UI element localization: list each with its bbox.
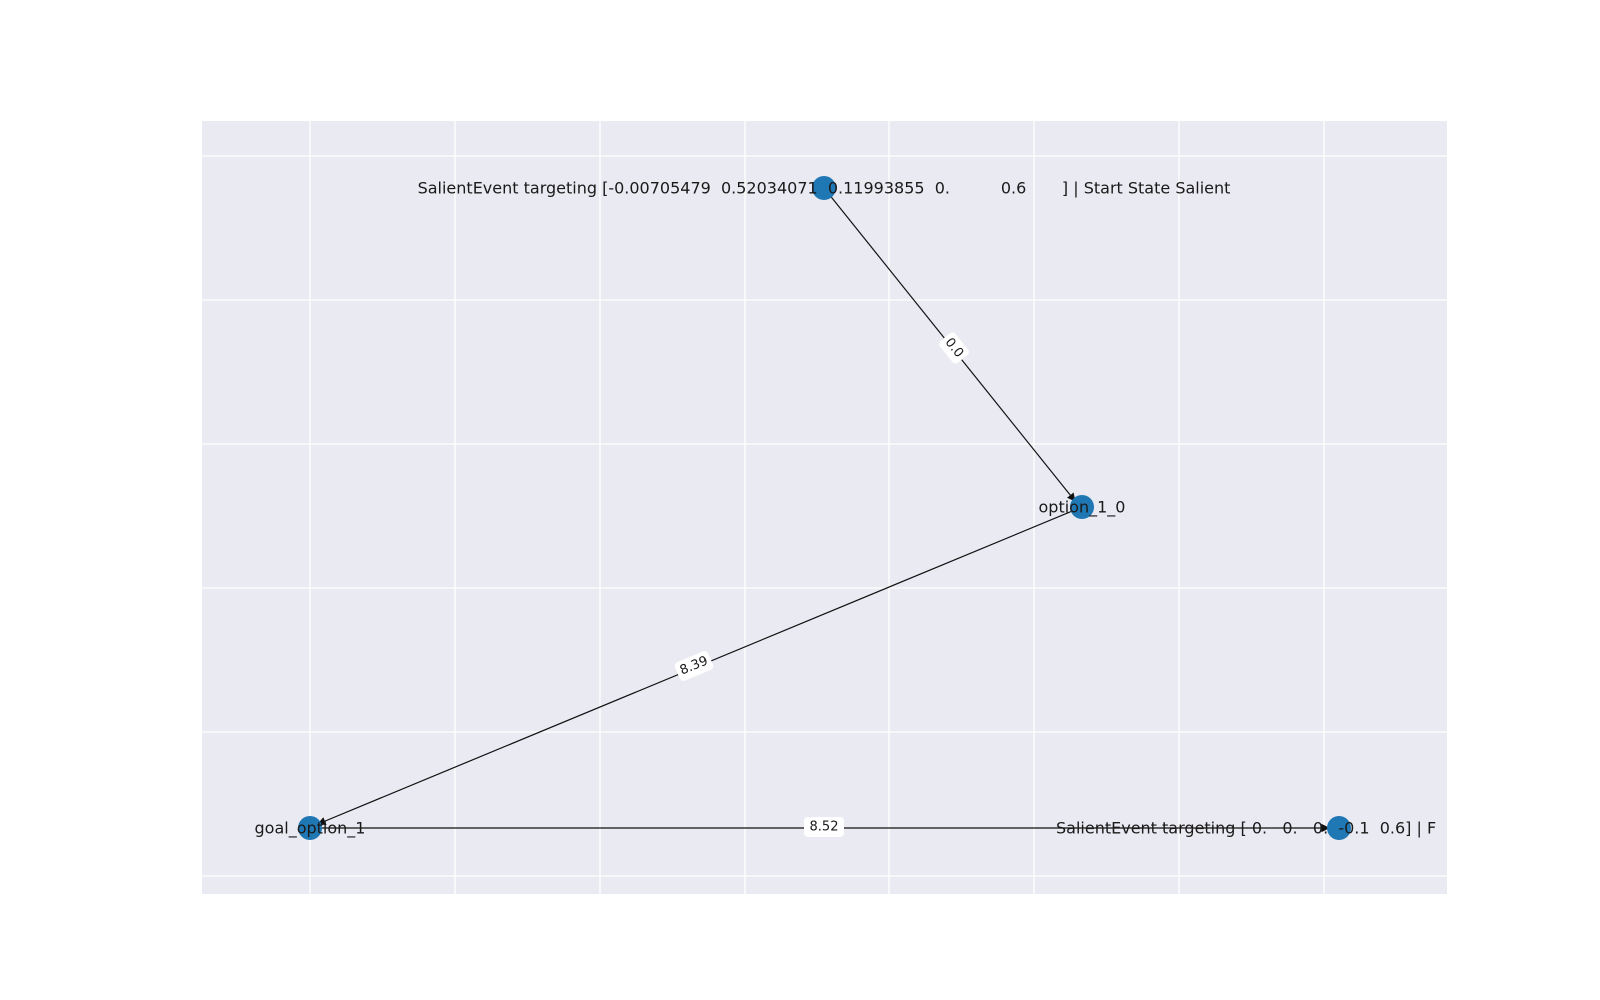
node-option (1070, 495, 1094, 519)
edge-weight: 8.52 (810, 820, 839, 835)
node-label-goal-option: goal_option_1 (255, 819, 366, 839)
node-label-start: SalientEvent targeting [-0.00705479 0.52… (418, 179, 1231, 198)
node-label-target: SalientEvent targeting [ 0. 0. 0. -0.1 0… (1056, 819, 1436, 838)
plot-area (202, 121, 1447, 894)
node-start (812, 176, 836, 200)
edge-label-2: 8.52 (804, 817, 844, 837)
node-label-option: option_1_0 (1039, 498, 1126, 518)
grid-lines (202, 121, 1447, 894)
node-target (1327, 816, 1351, 840)
node-goal-option (298, 816, 322, 840)
